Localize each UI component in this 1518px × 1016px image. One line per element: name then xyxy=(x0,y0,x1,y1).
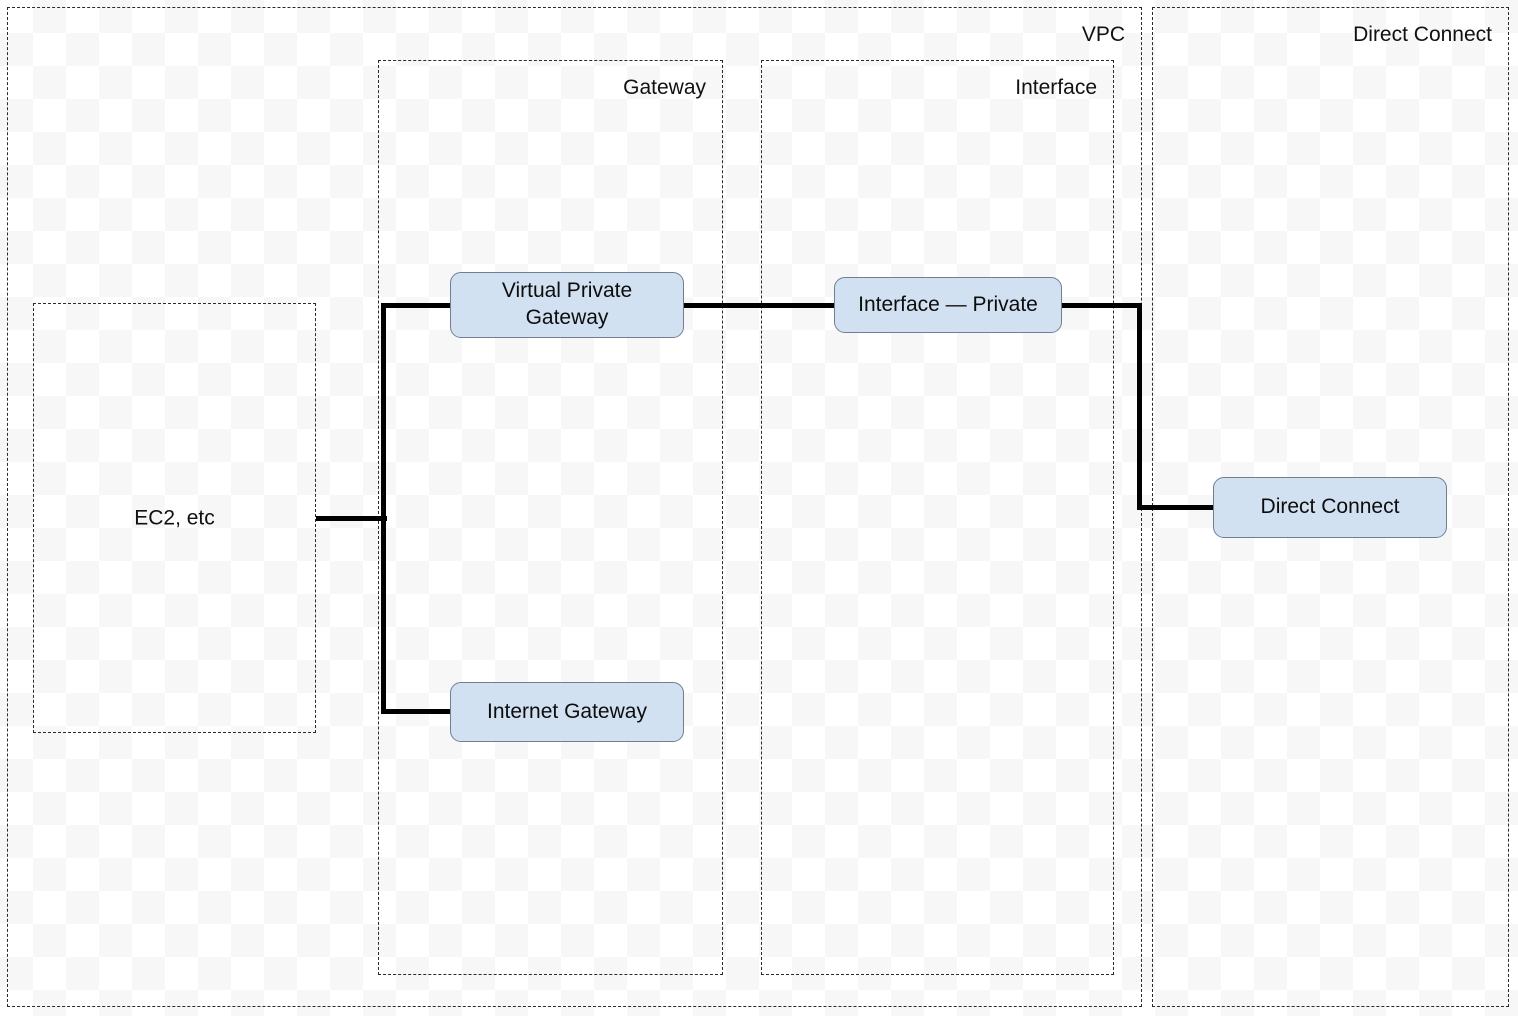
edge-virtual-private-gateway-to-interface-private xyxy=(680,303,838,308)
group-ec2: EC2, etc xyxy=(33,303,316,733)
group-direct-connect-label: Direct Connect xyxy=(1353,23,1492,46)
group-gateway-label: Gateway xyxy=(623,76,706,99)
node-label-line-1: Virtual Private xyxy=(501,279,633,303)
node-virtual-private-gateway[interactable]: Virtual Private Gateway xyxy=(450,272,684,338)
node-interface-private-label: Interface — Private xyxy=(858,292,1038,316)
edge-trunk-to-internet-gateway xyxy=(381,709,454,714)
edge-interface-private-to-right-trunk xyxy=(1060,303,1142,308)
edge-trunk-to-virtual-private-gateway xyxy=(381,303,454,308)
group-gateway: Gateway xyxy=(378,60,723,975)
node-direct-connect[interactable]: Direct Connect xyxy=(1213,477,1447,538)
node-internet-gateway[interactable]: Internet Gateway xyxy=(450,682,684,742)
edge-right-trunk xyxy=(1137,303,1142,510)
edge-right-trunk-to-direct-connect xyxy=(1137,505,1219,510)
node-label-line-2: Gateway xyxy=(525,306,609,329)
group-vpc-label: VPC xyxy=(1081,23,1125,46)
group-interface-label: Interface xyxy=(1015,76,1097,99)
edge-left-trunk xyxy=(381,303,386,714)
group-interface: Interface xyxy=(761,60,1114,975)
node-interface-private[interactable]: Interface — Private xyxy=(834,277,1062,333)
node-virtual-private-gateway-label: Virtual Private Gateway xyxy=(502,278,632,332)
node-internet-gateway-label: Internet Gateway xyxy=(487,699,647,723)
group-ec2-label: EC2, etc xyxy=(134,506,215,530)
node-direct-connect-label: Direct Connect xyxy=(1260,495,1400,519)
edge-ec2-to-trunk xyxy=(316,516,387,521)
